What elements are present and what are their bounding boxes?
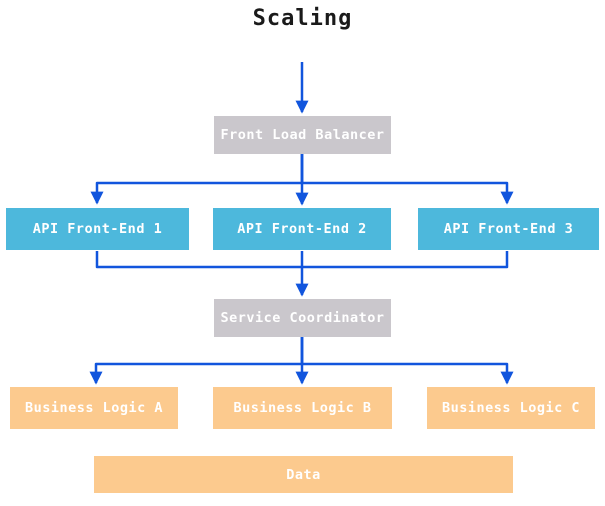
node-api-front-end-3: API Front-End 3 — [418, 208, 599, 250]
node-api-front-end-2: API Front-End 2 — [213, 208, 391, 250]
node-business-logic-c: Business Logic C — [427, 387, 595, 429]
node-data: Data — [94, 456, 513, 493]
node-front-load-balancer: Front Load Balancer — [214, 116, 391, 154]
node-service-coordinator: Service Coordinator — [214, 299, 391, 337]
node-api-front-end-1: API Front-End 1 — [6, 208, 189, 250]
node-business-logic-a: Business Logic A — [10, 387, 178, 429]
node-business-logic-b: Business Logic B — [213, 387, 392, 429]
diagram-title: Scaling — [252, 6, 353, 31]
